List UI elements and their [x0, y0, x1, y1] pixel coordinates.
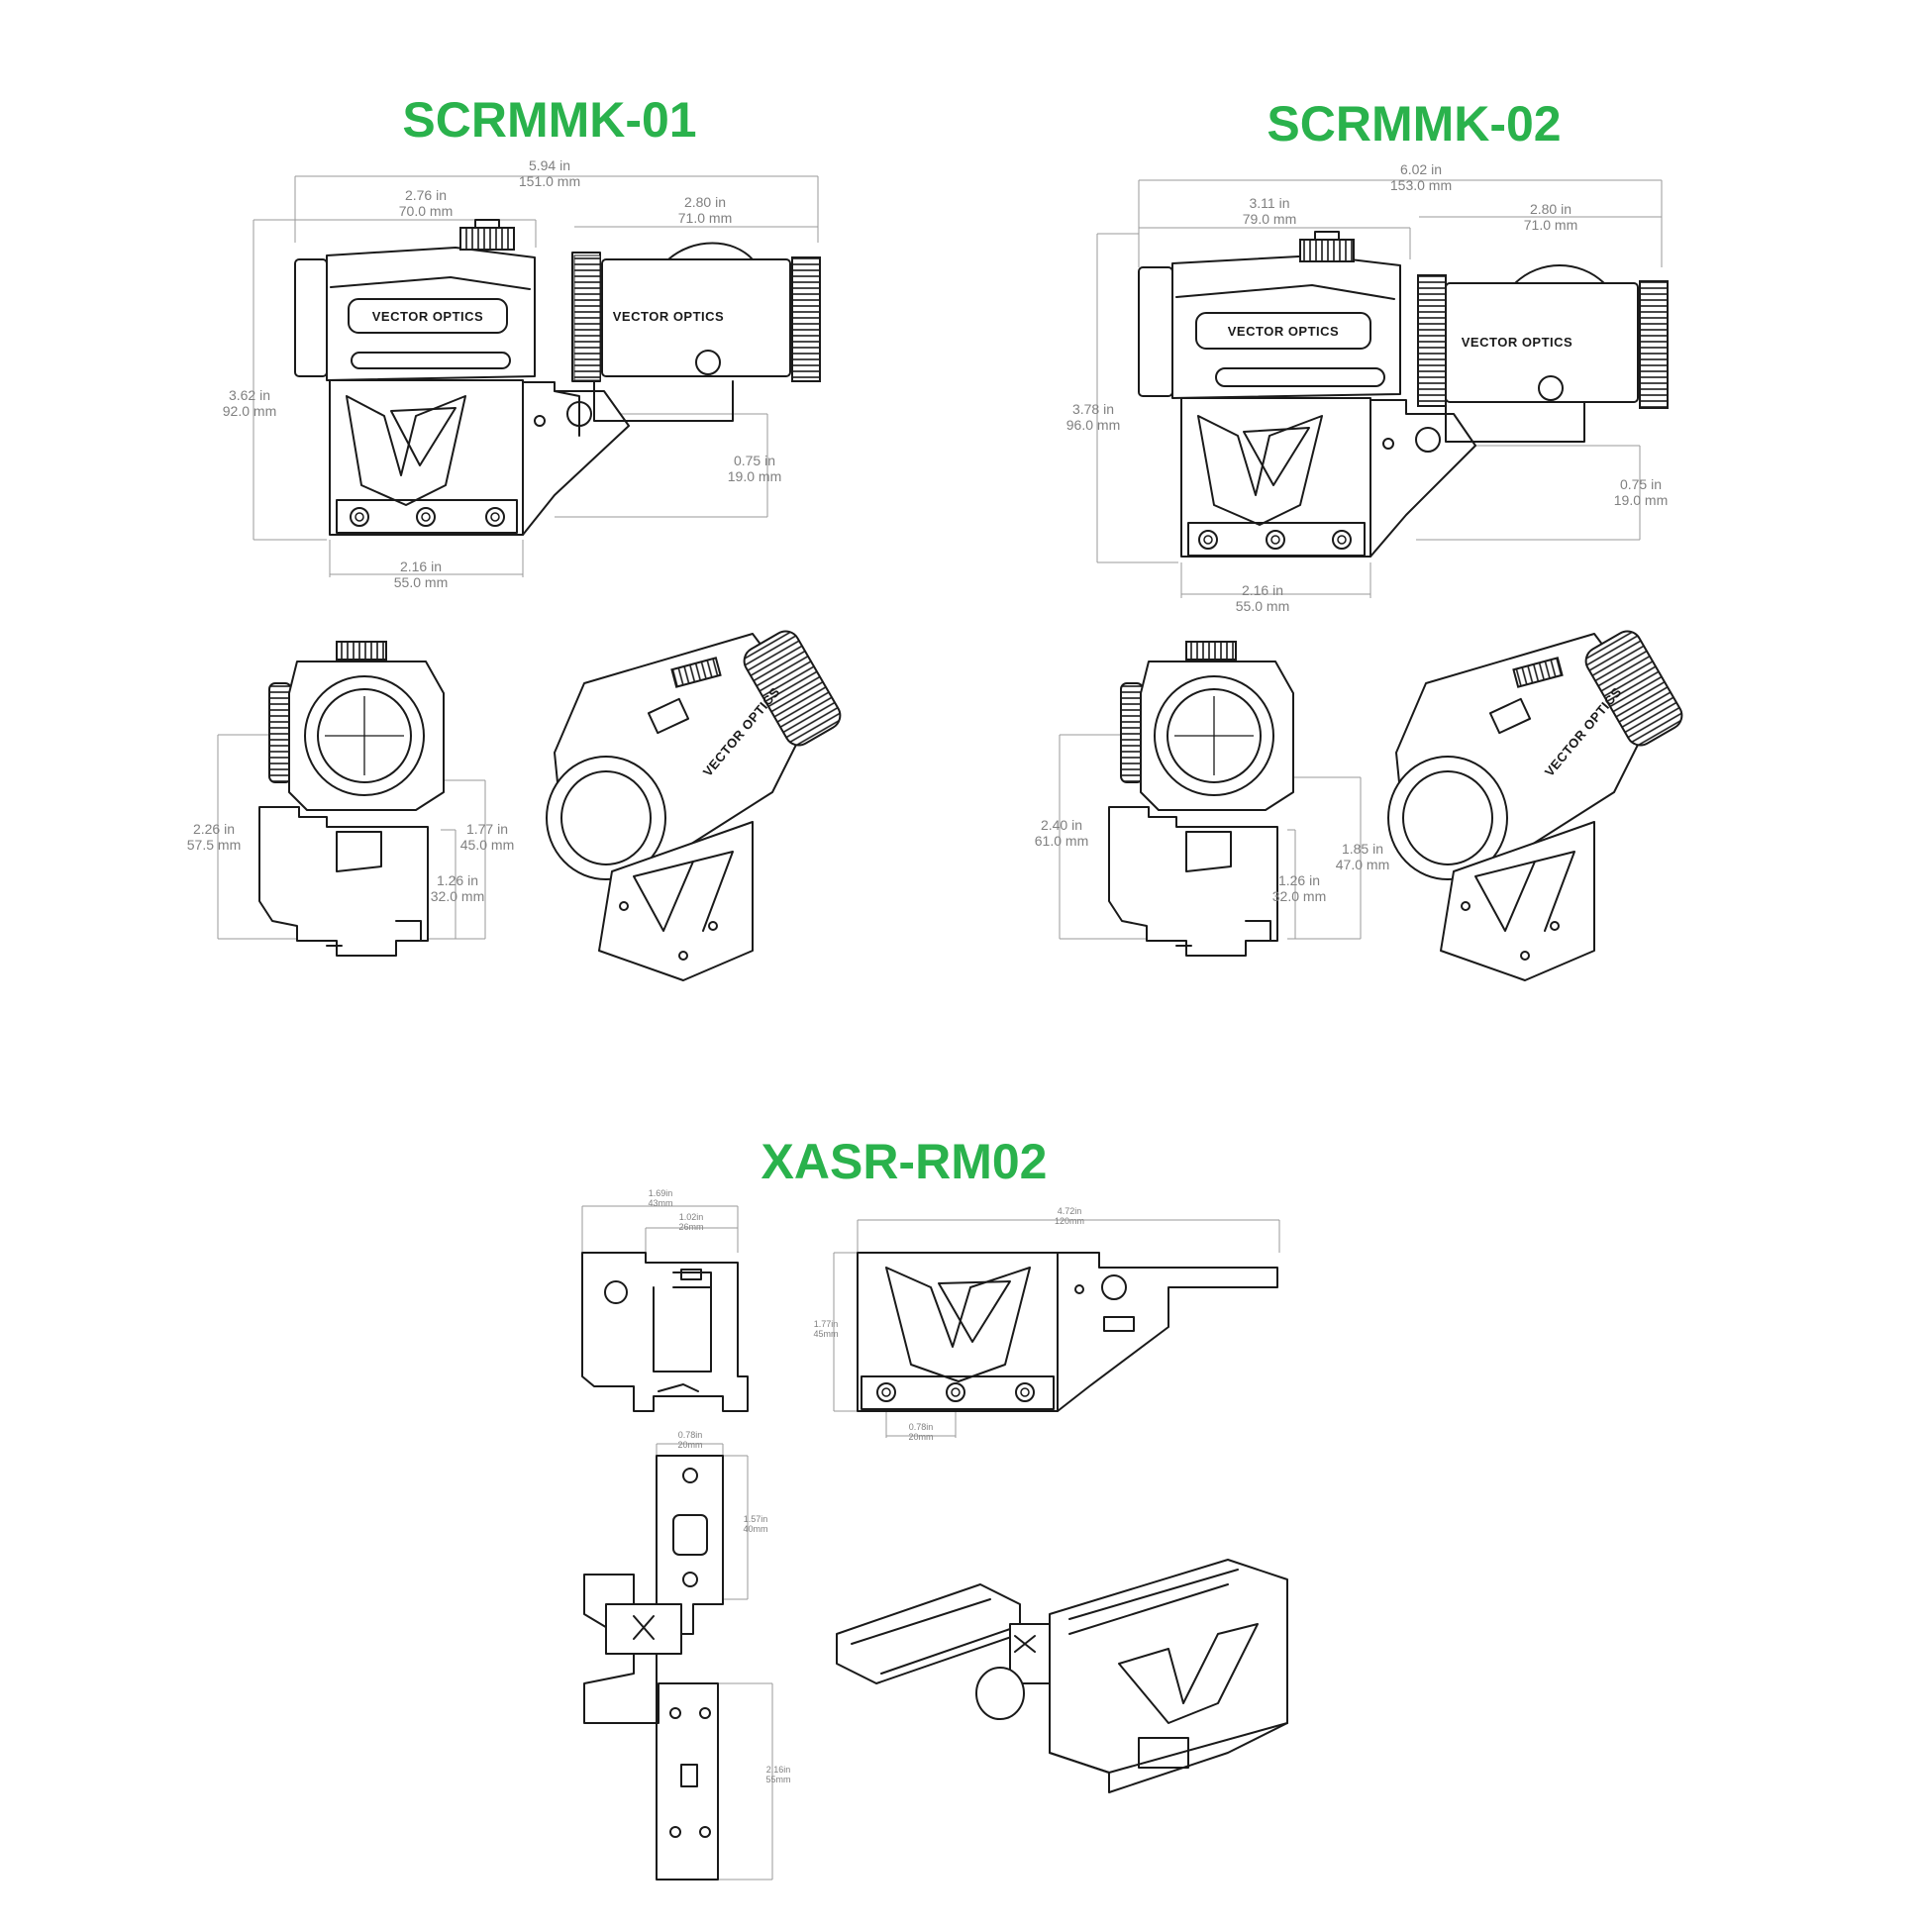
xasr-rm02-top-view [583, 1443, 773, 1881]
dim-height-in: 1.77in [814, 1319, 839, 1329]
dim-total-width-mm: 43mm [648, 1198, 672, 1208]
svg-text:VECTOR OPTICS: VECTOR OPTICS [1228, 324, 1339, 339]
dim-slot-length-in: 1.57in [744, 1514, 768, 1524]
dim-base-length-mm: 55.0 mm [1236, 598, 1289, 614]
dim-inner-width-in: 1.02in [679, 1212, 704, 1222]
dim-magnifier-length-in: 2.80 in [684, 194, 726, 210]
dim-optical-height-in: 2.26 in [193, 821, 235, 837]
dim-total-width-in: 1.69in [649, 1188, 673, 1198]
dim-height-mm: 96.0 mm [1066, 417, 1120, 433]
dim-rail-offset-mm: 19.0 mm [728, 468, 781, 484]
section-title-scrmmk-01: SCRMMK-01 [402, 92, 696, 148]
dim-height-in: 3.78 in [1072, 401, 1114, 417]
dim-rail-offset-in: 0.75 in [1620, 476, 1662, 492]
dim-riser-height-mm: 32.0 mm [1272, 888, 1326, 904]
dim-top-width-mm: 20mm [677, 1440, 702, 1450]
dim-length-in: 4.72in [1058, 1206, 1082, 1216]
xasr-rm02-3d-view [836, 1559, 1288, 1793]
dim-base-length-mm: 55mm [765, 1775, 790, 1784]
dim-mount-height-in: 1.77 in [466, 821, 508, 837]
dim-overall-mm: 153.0 mm [1390, 177, 1452, 193]
dim-base-length-in: 2.16in [766, 1765, 791, 1775]
dim-screw-spacing-mm: 20mm [908, 1432, 933, 1442]
section-title-scrmmk-02: SCRMMK-02 [1267, 96, 1561, 152]
dim-riser-height-in: 1.26 in [1278, 872, 1320, 888]
dim-magnifier-length-in: 2.80 in [1530, 201, 1572, 217]
dim-overall-in: 6.02 in [1400, 161, 1442, 177]
svg-text:VECTOR OPTICS: VECTOR OPTICS [1462, 335, 1572, 350]
dim-base-length-mm: 55.0 mm [394, 574, 448, 590]
dim-riser-height-in: 1.26 in [437, 872, 478, 888]
dim-slot-length-mm: 40mm [743, 1524, 767, 1534]
dim-overall-mm: 151.0 mm [519, 173, 580, 189]
scrmmk-02-front-view: VECTOR OPTICS [1059, 630, 1683, 981]
dim-optical-height-mm: 57.5 mm [187, 837, 241, 853]
dim-height-mm: 45mm [813, 1329, 838, 1339]
dim-sight-length-mm: 70.0 mm [399, 203, 453, 219]
dim-sight-length-mm: 79.0 mm [1243, 211, 1296, 227]
dim-base-length-in: 2.16 in [1242, 582, 1283, 598]
dim-overall-in: 5.94 in [529, 157, 570, 173]
scrmmk-01-front-view: VECTOR OPTICS [217, 630, 842, 981]
scrmmk-01-side-view: VECTOR OPTICS VECTOR OPTICS 5.94 in 151.… [223, 157, 821, 590]
dim-screw-spacing-in: 0.78in [909, 1422, 934, 1432]
dim-optical-height-in: 2.40 in [1041, 817, 1082, 833]
dim-height-in: 3.62 in [229, 387, 270, 403]
dim-riser-height-mm: 32.0 mm [431, 888, 484, 904]
dim-top-width-in: 0.78in [678, 1430, 703, 1440]
svg-text:VECTOR OPTICS: VECTOR OPTICS [372, 309, 483, 324]
svg-text:VECTOR OPTICS: VECTOR OPTICS [613, 309, 724, 324]
dim-inner-width-mm: 26mm [678, 1222, 703, 1232]
dim-mount-height-mm: 45.0 mm [460, 837, 514, 853]
scrmmk-02-side-view: VECTOR OPTICS VECTOR OPTICS 6.02 in 153.… [1066, 161, 1669, 614]
dim-magnifier-length-mm: 71.0 mm [1524, 217, 1577, 233]
dim-magnifier-length-mm: 71.0 mm [678, 210, 732, 226]
dim-rail-offset-in: 0.75 in [734, 453, 775, 468]
dim-length-mm: 120mm [1055, 1216, 1084, 1226]
dim-mount-height-in: 1.85 in [1342, 841, 1383, 857]
dim-height-mm: 92.0 mm [223, 403, 276, 419]
dim-mount-height-mm: 47.0 mm [1336, 857, 1389, 872]
xasr-rm02-front-view [581, 1205, 749, 1412]
dim-sight-length-in: 3.11 in [1250, 195, 1290, 211]
dim-sight-length-in: 2.76 in [405, 187, 447, 203]
dim-rail-offset-mm: 19.0 mm [1614, 492, 1668, 508]
section-title-xasr-rm02: XASR-RM02 [761, 1134, 1048, 1189]
xasr-rm02-side-view [833, 1219, 1280, 1438]
dim-base-length-in: 2.16 in [400, 559, 442, 574]
dim-optical-height-mm: 61.0 mm [1035, 833, 1088, 849]
